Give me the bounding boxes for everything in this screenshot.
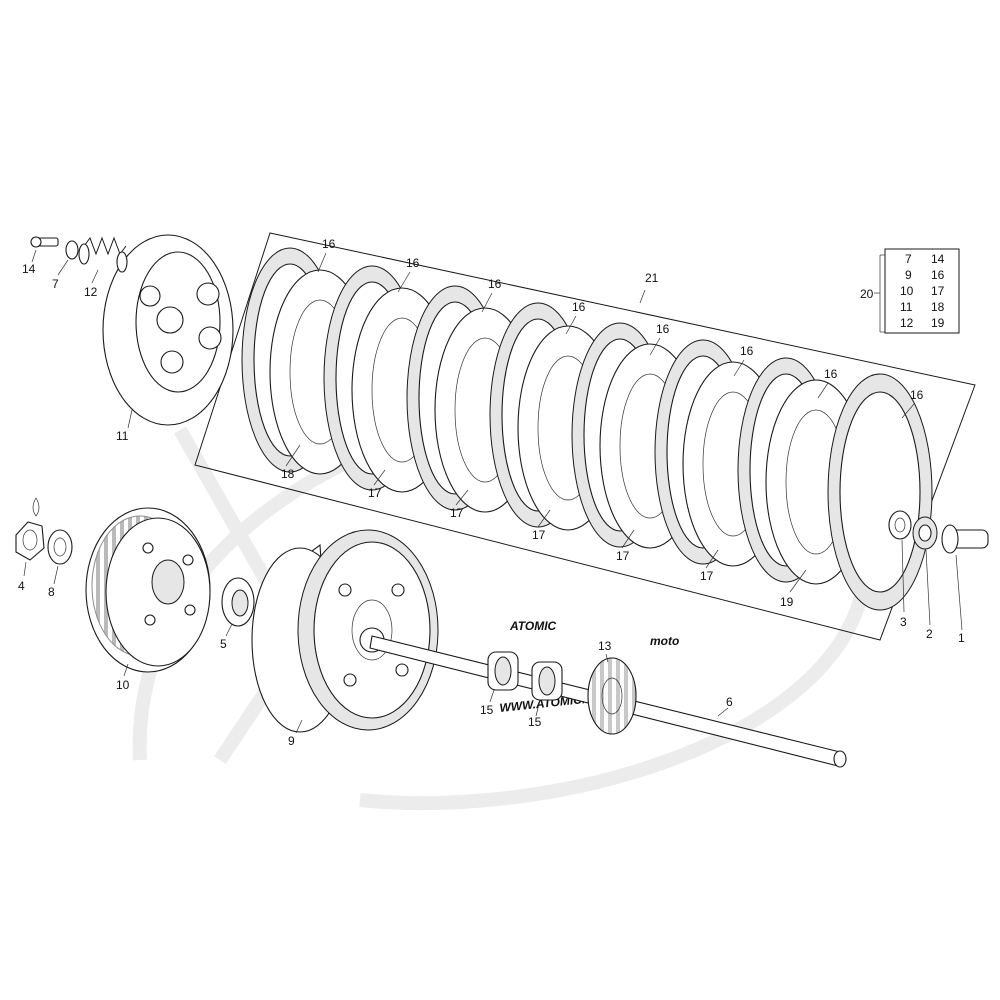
label-15b: 15 xyxy=(528,715,542,729)
kit-r2-c2: 16 xyxy=(931,268,945,282)
label-2: 2 xyxy=(926,627,933,641)
label-16a: 16 xyxy=(322,237,336,251)
watermark-brand: ATOMIC xyxy=(509,619,557,633)
label-7: 7 xyxy=(52,277,59,291)
label-20: 20 xyxy=(860,287,874,301)
label-1: 1 xyxy=(958,631,965,645)
label-13: 13 xyxy=(598,639,612,653)
friction-plates xyxy=(241,247,933,611)
labels-16: 16 16 16 16 16 16 16 16 xyxy=(317,237,924,419)
kit-r3-c1: 10 xyxy=(900,284,914,298)
kit-r1-c2: 14 xyxy=(931,252,945,266)
label-11: 11 xyxy=(116,429,129,443)
nut-washers: 4 8 5 xyxy=(15,497,255,651)
label-16h: 16 xyxy=(910,388,924,402)
kit-r5-c2: 19 xyxy=(931,316,945,330)
kit-r3-c2: 17 xyxy=(931,284,945,298)
inner-hub: 10 xyxy=(85,507,211,692)
label-14: 14 xyxy=(22,262,36,276)
watermark-sub: moto xyxy=(650,634,679,648)
label-3: 3 xyxy=(900,615,907,629)
kit-r4-c1: 11 xyxy=(900,300,913,314)
label-17b: 17 xyxy=(450,506,464,520)
label-10: 10 xyxy=(116,678,130,692)
label-18: 18 xyxy=(281,467,295,481)
kit-r5-c1: 12 xyxy=(900,316,914,330)
kit-r2-c1: 9 xyxy=(905,268,912,282)
label-6: 6 xyxy=(726,695,733,709)
label-12: 12 xyxy=(84,285,98,299)
spring xyxy=(78,236,128,273)
label-9: 9 xyxy=(288,734,295,748)
label-17e: 17 xyxy=(700,569,714,583)
label-8: 8 xyxy=(48,585,55,599)
label-4: 4 xyxy=(18,579,25,593)
label-17c: 17 xyxy=(532,528,546,542)
leader-21 xyxy=(639,289,646,304)
bearings-sprocket: 15 15 13 xyxy=(480,639,637,735)
plate-last xyxy=(827,373,933,611)
label-17d: 17 xyxy=(616,549,630,563)
clutch-basket: 9 xyxy=(251,529,439,748)
kit-r1-c1: 7 xyxy=(905,252,912,266)
label-21: 21 xyxy=(645,271,659,285)
label-17a: 17 xyxy=(368,486,382,500)
label-16f: 16 xyxy=(740,344,754,358)
label-5: 5 xyxy=(220,637,227,651)
label-16e: 16 xyxy=(656,322,670,336)
label-16b: 16 xyxy=(406,256,420,270)
label-16d: 16 xyxy=(572,300,586,314)
spring-bolt-parts: 14 7 12 xyxy=(22,236,128,299)
labels-17-18-19: 18 17 17 17 17 17 19 xyxy=(281,444,807,609)
label-15a: 15 xyxy=(480,703,494,717)
kit-table: 20 7 14 9 16 10 17 11 18 12 19 xyxy=(860,248,960,334)
kit-r4-c2: 18 xyxy=(931,300,945,314)
label-16g: 16 xyxy=(824,367,838,381)
pushrod-parts: 3 2 1 xyxy=(888,510,989,645)
label-19: 19 xyxy=(780,595,794,609)
label-16c: 16 xyxy=(488,277,502,291)
pressure-plate: 11 xyxy=(102,234,234,443)
